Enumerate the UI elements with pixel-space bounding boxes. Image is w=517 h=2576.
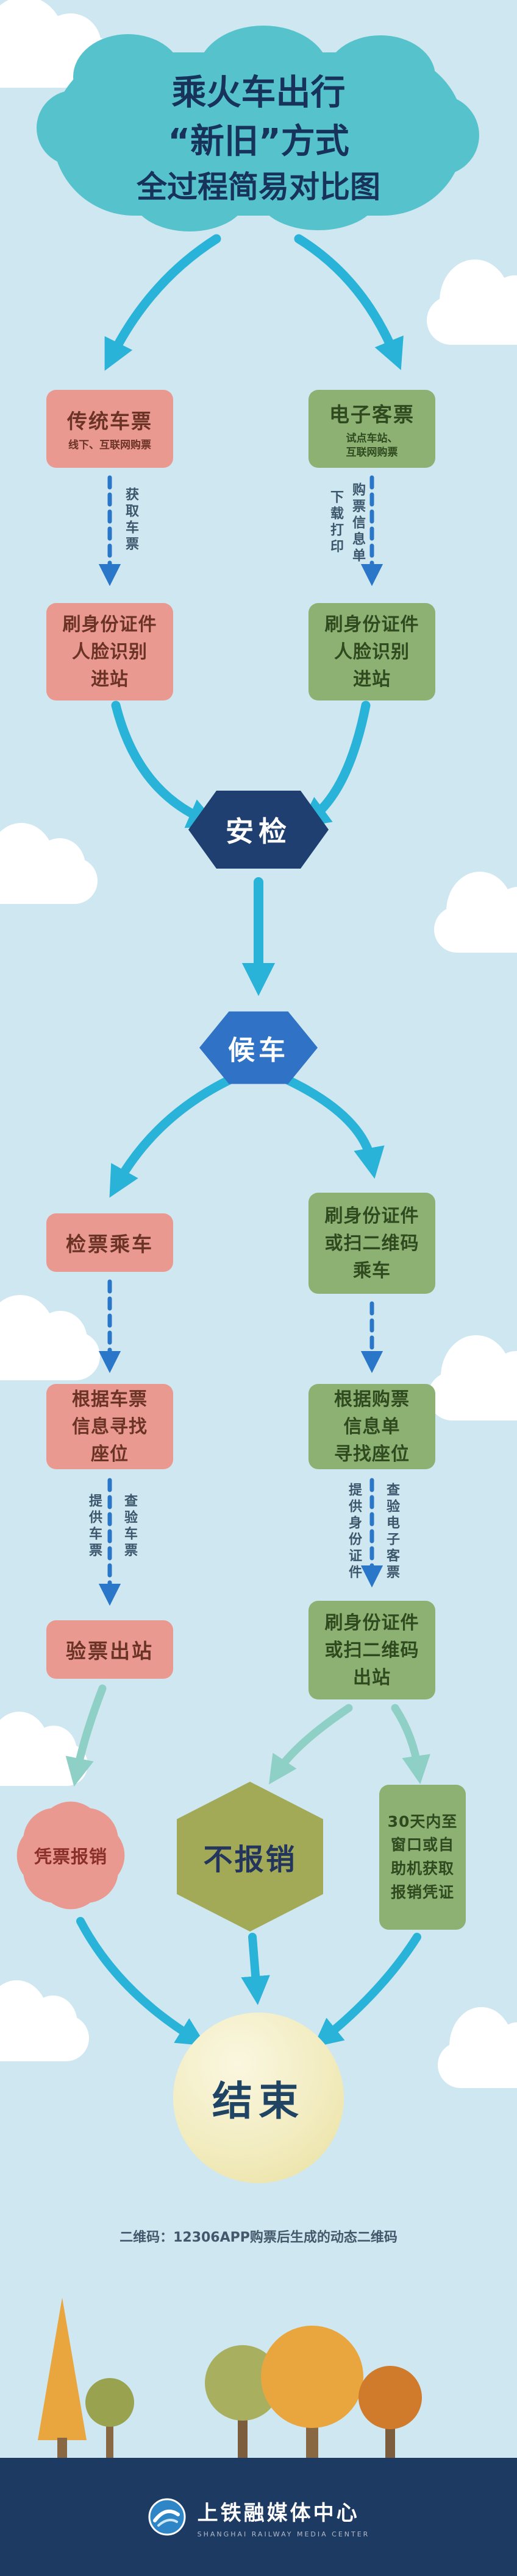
e-ticket-box: 电子客票 试点车站、 互联网购票 bbox=[308, 390, 435, 468]
cloud-decoration bbox=[0, 823, 98, 904]
traditional-enter-station-box: 刷身份证件 人脸识别 进站 bbox=[46, 603, 173, 700]
cloud-decoration bbox=[434, 872, 517, 953]
tree-round-dark-orange bbox=[358, 2366, 422, 2429]
traditional-ticket-subtitle: 线下、互联网购票 bbox=[68, 439, 151, 452]
ticket-reimburse-label: 凭票报销 bbox=[34, 1846, 107, 1867]
reimburse-voucher-box: 30天内至 窗口或自 助机获取 报销凭证 bbox=[379, 1785, 466, 1930]
arrow-left-to-security bbox=[111, 700, 219, 828]
e-ticket-enter-station-box: 刷身份证件 人脸识别 进站 bbox=[308, 603, 435, 700]
e-ticket-find-seat-text: 根据购票 信息单 寻找座位 bbox=[334, 1388, 410, 1465]
check-eticket-label: 查验电子客票 bbox=[384, 1483, 399, 1581]
title-line-1: 乘火车出行 bbox=[171, 72, 346, 113]
cloud-decoration bbox=[0, 1980, 89, 2061]
e-ticket-exit-text: 刷身份证件 或扫二维码 出站 bbox=[324, 1612, 419, 1689]
cloud-decoration bbox=[438, 2007, 517, 2088]
arrow-badge-to-end bbox=[76, 1917, 207, 2046]
e-ticket-boarding-text: 刷身份证件 或扫二维码 乘车 bbox=[324, 1205, 419, 1282]
arrow-voucher-to-end bbox=[313, 1933, 421, 2048]
arrow-right-to-security bbox=[298, 700, 371, 828]
e-ticket-enter-station-text: 刷身份证件 人脸识别 进站 bbox=[324, 613, 419, 690]
tree-round-olive bbox=[205, 2345, 280, 2421]
check-ticket-label: 查验车票 bbox=[122, 1494, 137, 1559]
tree-round-small bbox=[85, 2378, 134, 2427]
arrow-waiting-to-right bbox=[282, 1075, 385, 1179]
footer-logo-icon bbox=[148, 2498, 186, 2536]
no-reimburse-hexagon: 不报销 bbox=[177, 1782, 323, 1932]
e-ticket-boarding-box: 刷身份证件 或扫二维码 乘车 bbox=[308, 1193, 435, 1294]
provide-id-label: 提供身份证件 bbox=[346, 1483, 362, 1581]
ticket-info-sheet-label: 购票信息单 bbox=[350, 482, 365, 565]
traditional-ticket-title: 传统车票 bbox=[67, 409, 152, 434]
cloud-decoration bbox=[427, 259, 517, 345]
download-print-label: 下载打印 bbox=[328, 490, 343, 556]
title-cloud: 乘火车出行 “新旧”方式 全过程简易对比图 bbox=[37, 26, 479, 231]
security-check-label: 安检 bbox=[226, 815, 291, 848]
no-reimburse-label: 不报销 bbox=[203, 1843, 297, 1877]
footer-org-name: 上铁融媒体中心 bbox=[197, 2500, 360, 2525]
teal-arrow-to-voucher-box bbox=[391, 1704, 430, 1785]
tree-cone bbox=[38, 2298, 87, 2440]
arrow-hex-to-end bbox=[241, 1933, 270, 2005]
traditional-exit-text: 验票出站 bbox=[66, 1639, 154, 1663]
traditional-find-seat-text: 根据车票 信息寻找 座位 bbox=[72, 1388, 148, 1465]
title-line-3: 全过程简易对比图 bbox=[137, 169, 380, 205]
e-ticket-find-seat-box: 根据购票 信息单 寻找座位 bbox=[308, 1384, 435, 1469]
trees-illustration bbox=[38, 2298, 422, 2458]
end-circle: 结束 bbox=[173, 2013, 344, 2183]
arrow-title-to-right bbox=[294, 234, 404, 370]
security-check-hexagon: 安检 bbox=[188, 791, 329, 869]
traditional-enter-station-text: 刷身份证件 人脸识别 进站 bbox=[62, 613, 157, 690]
footer-org-subtext: SHANGHAI RAILWAY MEDIA CENTER bbox=[197, 2530, 370, 2538]
arrow-title-to-left bbox=[104, 234, 221, 371]
waiting-hexagon: 候车 bbox=[199, 1011, 318, 1084]
page-title: 乘火车出行 “新旧”方式 全过程简易对比图 bbox=[52, 52, 465, 209]
cloud-decoration bbox=[0, 1295, 100, 1380]
footer-bar: 上铁融媒体中心 SHANGHAI RAILWAY MEDIA CENTER bbox=[0, 2458, 517, 2576]
provide-ticket-label: 提供车票 bbox=[87, 1494, 102, 1559]
e-ticket-subtitle: 试点车站、 互联网购票 bbox=[346, 432, 398, 459]
qr-code-footnote: 二维码：12306APP购票后生成的动态二维码 bbox=[119, 2230, 398, 2245]
e-ticket-title: 电子客票 bbox=[329, 402, 415, 426]
ticket-reimburse-badge: 凭票报销 bbox=[13, 1798, 129, 1913]
end-label: 结束 bbox=[212, 2078, 305, 2125]
arrow-waiting-to-left bbox=[109, 1075, 235, 1198]
cloud-decoration bbox=[0, 1711, 88, 1786]
traditional-exit-box: 验票出站 bbox=[46, 1620, 173, 1679]
traditional-boarding-box: 检票乘车 bbox=[46, 1213, 173, 1272]
teal-arrow-to-no-reimburse bbox=[269, 1704, 353, 1785]
traditional-ticket-box: 传统车票 线下、互联网购票 bbox=[46, 390, 173, 468]
e-ticket-exit-box: 刷身份证件 或扫二维码 出站 bbox=[308, 1601, 435, 1699]
get-ticket-label: 获取车票 bbox=[123, 487, 138, 553]
reimburse-voucher-text: 30天内至 窗口或自 助机获取 报销凭证 bbox=[387, 1812, 458, 1901]
tree-round-orange bbox=[261, 2326, 363, 2428]
cloud-decoration bbox=[428, 1335, 517, 1420]
traditional-boarding-text: 检票乘车 bbox=[66, 1232, 154, 1256]
waiting-label: 候车 bbox=[228, 1035, 289, 1066]
title-line-2: “新旧”方式 bbox=[168, 121, 349, 161]
traditional-find-seat-box: 根据车票 信息寻找 座位 bbox=[46, 1384, 173, 1469]
